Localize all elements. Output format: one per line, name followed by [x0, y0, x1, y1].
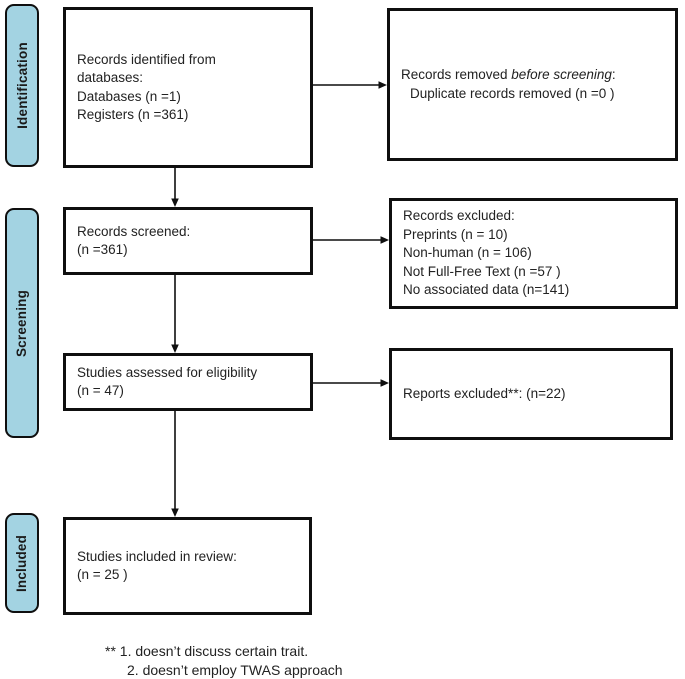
- footnote-text: 1. doesn’t discuss certain trait.: [119, 643, 309, 659]
- records-excluded-line: Records excluded:: [403, 208, 515, 224]
- records-identified-line: Databases (n =1): [77, 88, 181, 104]
- records-removed-line: Records removed before screening:: [401, 66, 669, 85]
- box-reports-excluded: Reports excluded**: (n=22): [389, 348, 673, 440]
- footnote-line: 2. doesn’t employ TWAS approach: [105, 661, 343, 679]
- records-removed-prefix: Records removed: [401, 67, 512, 82]
- footnote-text: 2. doesn’t employ TWAS approach: [127, 662, 343, 678]
- records-excluded-line: Non-human (n = 106): [403, 245, 532, 261]
- records-identified-line: Registers (n =361): [77, 107, 189, 122]
- footnote-marker: **: [105, 643, 116, 659]
- reports-excluded-line: Reports excluded**: (n=22): [403, 385, 566, 401]
- stage-identification-label: Identification: [14, 42, 30, 129]
- box-records-removed: Records removed before screening: Duplic…: [387, 8, 678, 161]
- box-records-excluded: Records excluded: Preprints (n = 10) Non…: [389, 198, 678, 309]
- records-removed-italic: before screening: [511, 67, 612, 82]
- studies-assessed-line: (n = 47): [77, 383, 124, 398]
- records-excluded-line: Not Full-Free Text (n =57 ): [403, 263, 561, 279]
- stage-identification: Identification: [5, 4, 39, 167]
- footnote-line: ** 1. doesn’t discuss certain trait.: [105, 642, 343, 661]
- stage-included: Included: [5, 513, 39, 613]
- records-screened-line: Records screened:: [77, 223, 191, 239]
- records-removed-line: Duplicate records removed (n =0 ): [410, 85, 615, 101]
- studies-included-line: Studies included in review:: [77, 548, 237, 564]
- records-excluded-line: Preprints (n = 10): [403, 226, 508, 242]
- footnote: ** 1. doesn’t discuss certain trait. 2. …: [105, 642, 343, 679]
- box-studies-included: Studies included in review: (n = 25 ): [63, 517, 312, 615]
- stage-included-label: Included: [14, 534, 30, 592]
- records-excluded-line: No associated data (n=141): [403, 282, 570, 298]
- box-records-screened: Records screened: (n =361): [63, 207, 313, 275]
- studies-included-line: (n = 25 ): [77, 567, 128, 582]
- box-records-identified: Records identified from databases: Datab…: [63, 7, 313, 168]
- stage-screening-label: Screening: [14, 289, 30, 357]
- stage-screening: Screening: [5, 208, 39, 438]
- studies-assessed-line: Studies assessed for eligibility: [77, 364, 258, 380]
- records-identified-line: databases:: [77, 70, 144, 85]
- box-studies-assessed: Studies assessed for eligibility (n = 47…: [63, 353, 313, 411]
- records-identified-line: Records identified from: [77, 51, 216, 67]
- records-removed-suffix: :: [611, 67, 616, 82]
- records-screened-line: (n =361): [77, 242, 128, 257]
